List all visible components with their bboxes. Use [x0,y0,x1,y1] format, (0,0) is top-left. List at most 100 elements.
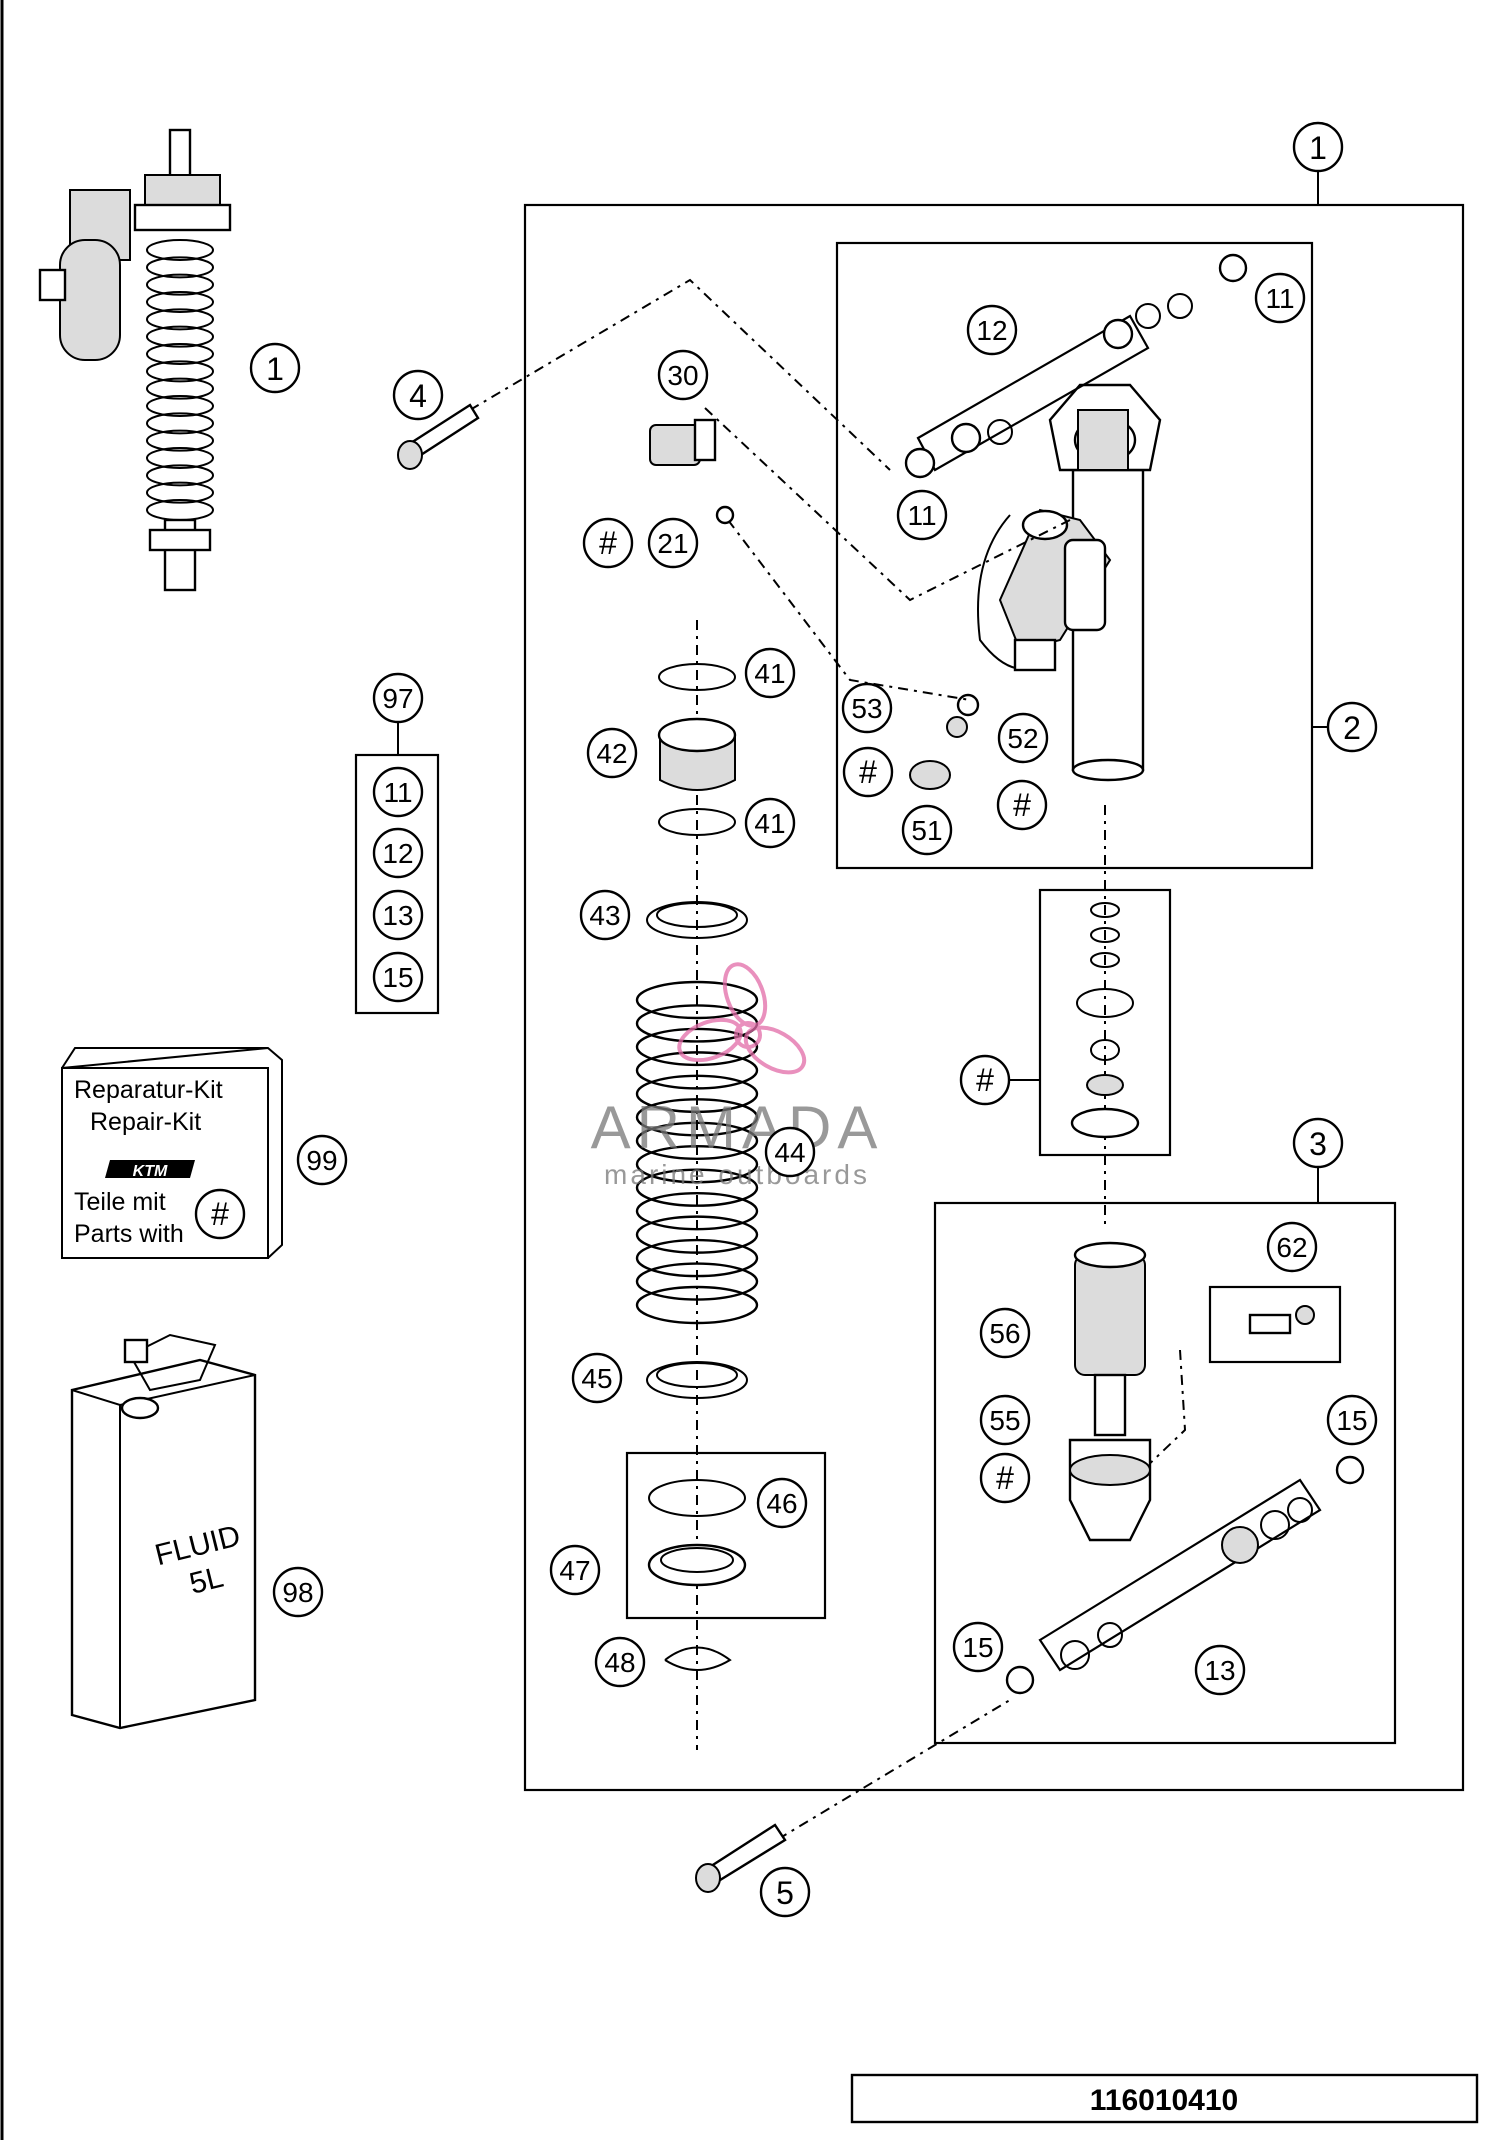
callout-43: 43 [579,889,631,941]
svg-text:47: 47 [559,1555,590,1586]
callout-hash-55: # [979,1452,1031,1504]
callout-55: 55 [979,1394,1031,1446]
svg-text:97: 97 [382,683,413,714]
spring-coil [146,343,214,365]
svg-text:41: 41 [754,658,785,689]
svg-text:53: 53 [851,693,882,724]
callout-51: 51 [901,804,953,856]
spring-coil [635,1191,759,1231]
callout-44: 44 [764,1126,816,1178]
spring-coil [635,1262,759,1301]
callout-15-left: 15 [952,1621,1004,1673]
callout-46: 46 [756,1477,808,1529]
svg-text:13: 13 [382,900,413,931]
repair-kit-line3: Teile mit [74,1188,166,1216]
callout-99: 99 [296,1134,348,1186]
spring-coil [146,429,214,452]
callout-62: 62 [1266,1221,1318,1273]
assembly-box-1 [523,168,1465,1792]
repair-kit-marker: # [211,1196,229,1232]
svg-text:13: 13 [1204,1655,1235,1686]
spring-coil [146,256,214,279]
svg-text:#: # [599,525,617,561]
callout-41-bottom: 41 [744,797,796,849]
svg-text:5: 5 [776,1875,794,1911]
spring-coil [146,464,214,487]
svg-text:42: 42 [596,738,627,769]
spring-coil [146,291,214,313]
callout-hash-52: # [996,779,1048,831]
svg-text:48: 48 [604,1647,635,1678]
svg-text:11: 11 [1265,283,1294,314]
drawing-id: 116010410 [1090,2084,1239,2117]
callout-4: 4 [392,369,444,421]
svg-text:4: 4 [409,378,427,414]
complete-shock-thumbnail [38,128,232,592]
kit-97-item-12: 12 [372,827,424,879]
kit-97-item-11: 11 [372,766,424,818]
svg-text:11: 11 [907,500,936,531]
part-21 [715,505,735,525]
spring-coil [635,1145,759,1184]
svg-text:44: 44 [774,1137,805,1168]
svg-text:41: 41 [754,808,785,839]
watermark-brand: ARMADA [591,1094,884,1161]
svg-text:12: 12 [382,838,413,869]
svg-text:15: 15 [382,962,413,993]
svg-text:55: 55 [989,1405,1020,1436]
spring-coil [146,325,214,348]
bolt-4 [397,403,480,470]
callout-41-top: 41 [744,647,796,699]
callout-12: 12 [966,304,1018,356]
svg-text:3: 3 [1309,1126,1327,1162]
svg-text:2: 2 [1343,710,1361,746]
spring-coil [146,395,214,417]
spring-coil [635,1098,759,1137]
callout-53: 53 [841,682,893,734]
spring-coil [146,360,214,383]
svg-text:#: # [976,1062,994,1098]
callouts: 1 1 4 30 12 11 11 # 21 41 42 41 43 44 45… [249,121,1378,1918]
callout-47: 47 [549,1544,601,1596]
spring-coil [146,412,214,435]
bolt-5 [695,1823,787,1893]
callout-15-right: 15 [1326,1394,1378,1446]
seal-kit-box [1010,888,1172,1157]
svg-text:1: 1 [266,351,284,387]
callout-11-top: 11 [1254,272,1306,324]
spring-coil [635,1168,759,1207]
callout-1-top: 1 [1292,121,1344,173]
kit-97-item-13: 13 [372,889,424,941]
callout-13: 13 [1194,1644,1246,1696]
repair-kit-line1: Reparatur-Kit [74,1076,223,1104]
svg-text:30: 30 [667,360,698,391]
svg-text:#: # [1013,787,1031,823]
svg-text:21: 21 [657,528,688,559]
repair-kit-line2: Repair-Kit [90,1108,201,1136]
spring-coil [146,239,214,261]
spring-coil [635,1121,759,1160]
svg-text:99: 99 [306,1145,337,1176]
svg-text:#: # [996,1460,1014,1496]
watermark: ARMADA marine outboards [591,962,884,1190]
svg-text:15: 15 [962,1632,993,1663]
lower-rings-group [625,1361,827,1671]
assembly-box-2 [835,241,1330,870]
spring-coil [635,1238,759,1278]
repair-kit-logo: KTM [133,1163,168,1180]
callout-98: 98 [272,1566,324,1618]
callout-52: 52 [997,712,1049,764]
spring-coil [635,1074,759,1114]
callout-hash-seals: # [959,1054,1011,1106]
assembly-box-3 [933,1165,1397,1745]
callout-97: 97 [372,672,424,724]
callout-21: 21 [647,517,699,569]
svg-text:45: 45 [581,1363,612,1394]
svg-text:15: 15 [1336,1405,1367,1436]
callout-30: 30 [657,349,709,401]
svg-text:46: 46 [766,1488,797,1519]
svg-text:98: 98 [282,1577,313,1608]
svg-text:62: 62 [1276,1232,1307,1263]
kit-97-item-15: 15 [372,951,424,1003]
